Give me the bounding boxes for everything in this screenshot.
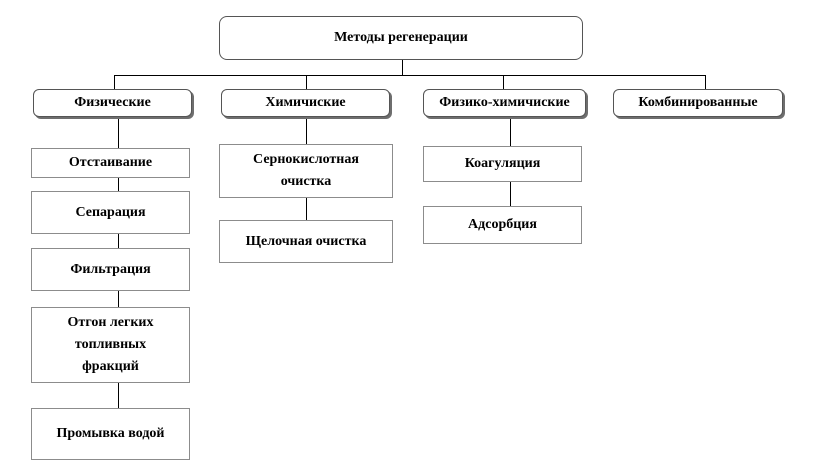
category-node-physicochemical: Физико-химичиские xyxy=(423,89,586,117)
category-bus-connector xyxy=(114,75,705,76)
leaf-node-coagulation: Коагуляция xyxy=(423,146,582,182)
leaf-label-coagulation: Коагуляция xyxy=(464,156,541,171)
category-label-chemical: Химичиские xyxy=(265,95,346,110)
category-2-drop-connector xyxy=(306,75,307,89)
category-node-physical: Физические xyxy=(33,89,192,117)
root-stem-connector xyxy=(402,60,403,76)
category-4-drop-connector xyxy=(705,75,706,89)
leaf-node-filtration: Фильтрация xyxy=(31,248,190,291)
category-1-drop-connector xyxy=(114,75,115,89)
leaf-label-adsorption: Адсорбция xyxy=(468,217,537,232)
category-3-drop-connector xyxy=(503,75,504,89)
root-node-regeneration-methods: Методы регенерации xyxy=(219,16,583,60)
root-node-label: Методы регенерации xyxy=(334,30,468,45)
leaf-node-settling: Отстаивание xyxy=(31,148,190,178)
leaf-node-sulfuric-acid-treatment: Сернокислотная очистка xyxy=(219,144,393,198)
leaf-node-alkaline-treatment: Щелочная очистка xyxy=(219,220,393,263)
category-label-physical: Физические xyxy=(74,95,151,110)
leaf-label-separation: Сепарация xyxy=(75,204,146,220)
leaf-node-adsorption: Адсорбция xyxy=(423,206,582,244)
category-node-chemical: Химичиские xyxy=(221,89,390,117)
leaf-label-filtration: Фильтрация xyxy=(70,261,151,277)
leaf-label-alkaline-treatment: Щелочная очистка xyxy=(245,233,367,249)
category-node-combined: Комбинированные xyxy=(613,89,783,117)
category-label-combined: Комбинированные xyxy=(638,95,758,110)
leaf-node-light-fuel-distillation: Отгон легких топливных фракций xyxy=(31,307,190,383)
leaf-label-sulfuric-acid-treatment: Сернокислотная очистка xyxy=(253,152,359,189)
leaf-label-water-washing: Промывка водой xyxy=(56,426,165,441)
leaf-label-settling: Отстаивание xyxy=(68,155,153,170)
leaf-node-water-washing: Промывка водой xyxy=(31,408,190,460)
category-label-physicochemical: Физико-химичиские xyxy=(439,95,570,110)
leaf-label-light-fuel-distillation: Отгон легких топливных фракций xyxy=(67,315,154,374)
leaf-node-separation: Сепарация xyxy=(31,191,190,234)
